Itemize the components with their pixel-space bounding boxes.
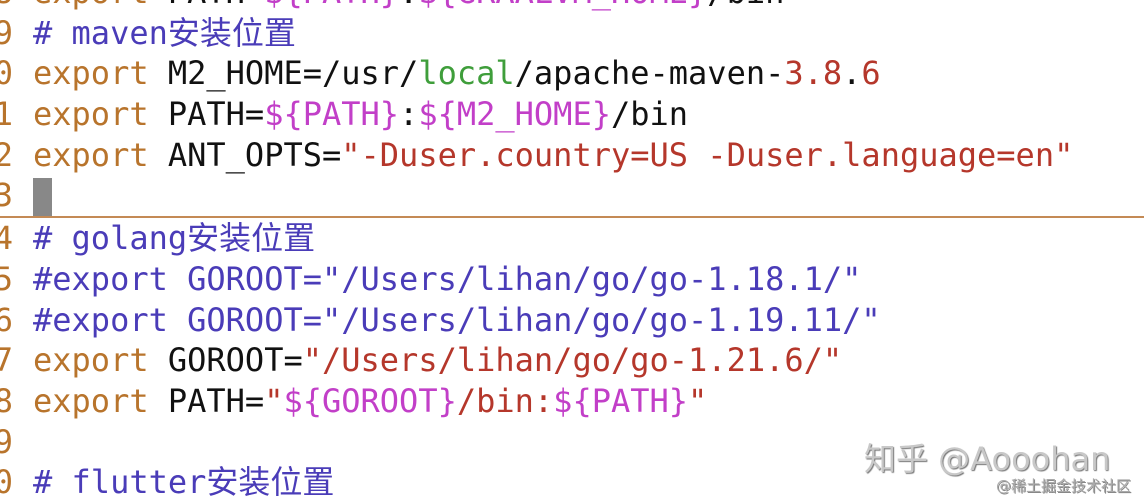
line-number: 17 — [0, 341, 13, 380]
code-line[interactable]: 14 # golang安装位置 — [0, 218, 1144, 259]
token-kw: export — [33, 0, 149, 11]
line-number: 8 — [0, 0, 13, 13]
token-cm: # maven安装位置 — [33, 13, 296, 52]
token-cm: #export GOROOT="/Users/lihan/go/go-1.18.… — [33, 259, 862, 298]
token-plain: ANT_OPTS= — [148, 135, 342, 174]
line-code: # maven安装位置 — [33, 13, 296, 54]
line-number: 16 — [0, 300, 13, 339]
line-number: 9 — [0, 13, 13, 52]
line-code: export ANT_OPTS="-Duser.country=US -Duse… — [33, 135, 1073, 176]
token-plain: M2_HOME=/usr/ — [148, 54, 419, 93]
code-line[interactable]: 13 — [0, 175, 1144, 219]
token-str: "/Users/lihan/go/go-1.21.6/" — [302, 341, 843, 380]
line-code: # flutter安装位置 — [33, 462, 334, 503]
line-code: export PATH="${GOROOT}/bin:${PATH}" — [33, 381, 707, 422]
line-number: 11 — [0, 95, 13, 134]
token-str: " — [264, 381, 284, 420]
code-line[interactable]: 8 export PATH=${PATH}:${GRAALVM_HOME}/bin — [0, 0, 1144, 13]
token-cm: # flutter安装位置 — [33, 463, 335, 502]
token-cm: #export GOROOT="/Users/lihan/go/go-1.19.… — [33, 300, 881, 339]
token-var: ${PATH} — [553, 381, 689, 420]
token-plain: /bin — [707, 0, 784, 11]
code-line[interactable]: 9 # maven安装位置 — [0, 13, 1144, 54]
token-str: " — [688, 381, 708, 420]
token-kw: export — [33, 54, 149, 93]
token-plain: : — [399, 95, 419, 134]
token-str: "-Duser.country=US -Duser.language=en" — [341, 135, 1074, 174]
token-kw: export — [33, 135, 149, 174]
token-num: 6 — [861, 54, 881, 93]
text-cursor — [33, 178, 52, 217]
token-str: /bin: — [456, 381, 554, 420]
token-kw: export — [33, 341, 149, 380]
token-plain: PATH= — [149, 0, 264, 11]
line-number: 13 — [0, 176, 13, 215]
code-line[interactable]: 15 #export GOROOT="/Users/lihan/go/go-1.1… — [0, 259, 1144, 300]
code-line[interactable]: 19 — [0, 422, 1144, 463]
token-kw: export — [33, 95, 149, 134]
line-number: 15 — [0, 259, 13, 298]
token-plain: PATH= — [148, 95, 265, 134]
line-number: 19 — [0, 422, 13, 461]
token-var: ${GOROOT} — [283, 381, 457, 420]
code-line[interactable]: 16 #export GOROOT="/Users/lihan/go/go-1.1… — [0, 300, 1144, 341]
line-code: export GOROOT="/Users/lihan/go/go-1.21.6… — [33, 340, 842, 381]
code-line[interactable]: 12 export ANT_OPTS="-Duser.country=US -Du… — [0, 135, 1144, 176]
token-grn: local — [418, 54, 515, 93]
token-cm: # golang安装位置 — [33, 219, 316, 258]
line-code — [33, 175, 52, 217]
line-number: 12 — [0, 135, 13, 174]
token-plain: . — [842, 54, 862, 93]
token-plain: /apache-maven- — [514, 54, 785, 93]
token-plain: GOROOT= — [148, 341, 303, 380]
code-line[interactable]: 10 export M2_HOME=/usr/local/apache-maven… — [0, 53, 1144, 94]
code-line[interactable]: 20 # flutter安装位置 — [0, 462, 1144, 503]
token-kw: export — [33, 381, 149, 420]
line-code: #export GOROOT="/Users/lihan/go/go-1.19.… — [33, 300, 881, 341]
line-code: # golang安装位置 — [33, 218, 315, 259]
token-var: ${PATH} — [264, 0, 399, 11]
line-code: export PATH=${PATH}:${M2_HOME}/bin — [33, 94, 688, 135]
code-line[interactable]: 11 export PATH=${PATH}:${M2_HOME}/bin — [0, 94, 1144, 135]
line-number: 14 — [0, 219, 13, 258]
token-var: ${PATH} — [264, 95, 400, 134]
token-plain: /bin — [610, 95, 689, 134]
code-line[interactable]: 18export PATH="${GOROOT}/bin:${PATH}" — [0, 381, 1144, 422]
token-var: ${M2_HOME} — [418, 95, 611, 134]
code-line[interactable]: 17 export GOROOT="/Users/lihan/go/go-1.21… — [0, 340, 1144, 381]
line-code: export PATH=${PATH}:${GRAALVM_HOME}/bin — [33, 0, 784, 13]
watermark-juejin: @稀土掘金技术社区 — [996, 477, 1132, 495]
line-code: export M2_HOME=/usr/local/apache-maven-3… — [33, 53, 881, 94]
token-num: 3.8 — [784, 54, 843, 93]
line-number: 20 — [0, 463, 13, 502]
token-plain: : — [399, 0, 418, 11]
token-plain: PATH= — [148, 381, 265, 420]
watermark-zhihu: 知乎 @Aooohan — [864, 440, 1111, 478]
line-number: 18 — [0, 381, 13, 420]
line-number: 10 — [0, 54, 13, 93]
token-var: ${GRAALVM_HOME} — [418, 0, 707, 11]
line-code: #export GOROOT="/Users/lihan/go/go-1.18.… — [33, 259, 861, 300]
